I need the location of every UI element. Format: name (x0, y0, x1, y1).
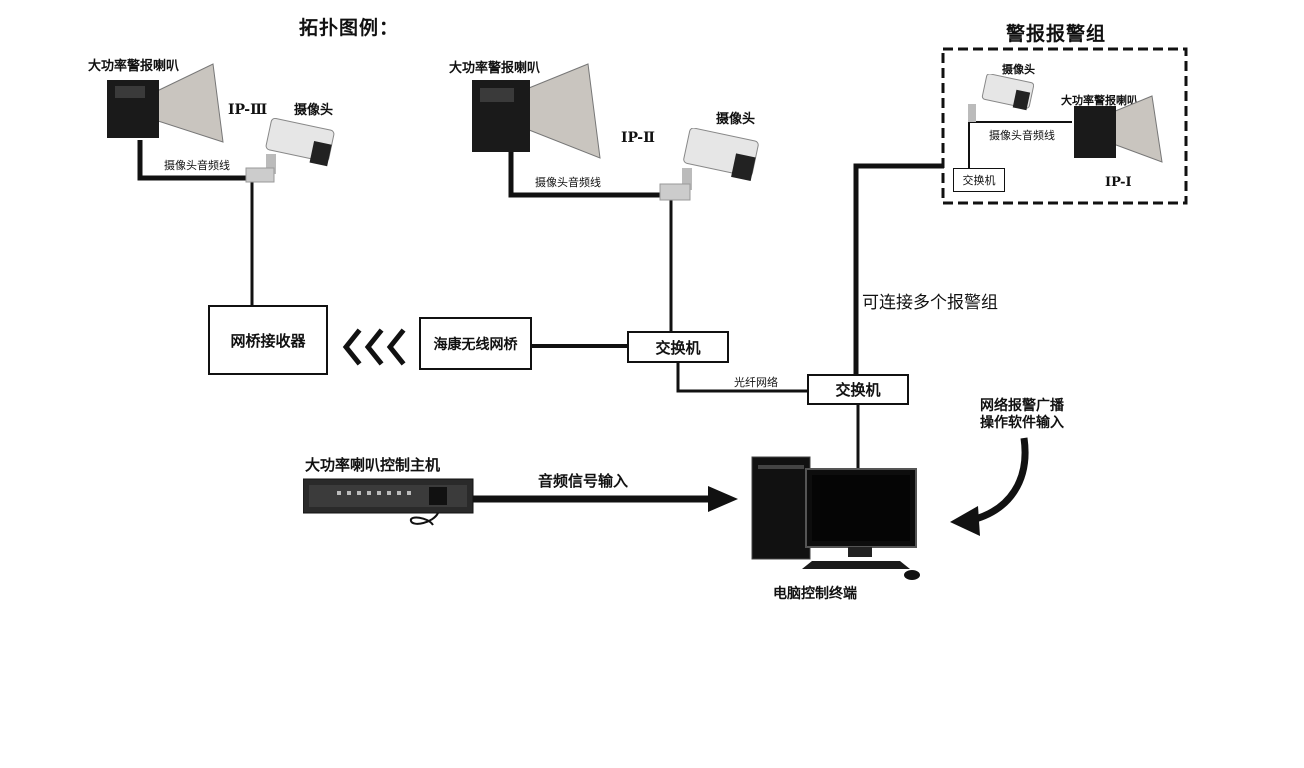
switch-lower-box: 交换机 (807, 374, 909, 405)
computer-icon (750, 455, 930, 589)
group-speaker-label: 大功率警报喇叭 (1061, 94, 1138, 107)
bridge-receiver-box: 网桥接收器 (208, 305, 328, 375)
left-camera-label: 摄像头 (294, 103, 334, 118)
alarm-group-frame (941, 47, 1188, 205)
center-speaker-icon (470, 62, 602, 164)
controller-device-icon (302, 477, 483, 541)
group-camera-label: 摄像头 (1002, 63, 1035, 76)
software-note: 网络报警广播 操作软件输入 (980, 398, 1064, 432)
audio-arrow-head (708, 486, 738, 512)
group-cable-label: 摄像头音频线 (989, 129, 1055, 142)
center-speaker-label: 大功率警报喇叭 (449, 61, 541, 76)
center-cable-label: 摄像头音频线 (535, 176, 601, 189)
center-camera-label: 摄像头 (716, 112, 756, 127)
left-camera-icon (242, 117, 338, 188)
group-switch-box: 交换机 (953, 168, 1005, 192)
software-arrow-head (950, 506, 980, 536)
group-camera-icon (962, 73, 1035, 130)
left-speaker-icon (105, 62, 225, 148)
center-camera-icon (656, 127, 764, 208)
left-audio-cable (137, 140, 252, 181)
fiber-line (676, 362, 808, 393)
software-arrow-curve (971, 437, 1029, 524)
audio-input-label: 音频信号输入 (538, 472, 629, 490)
controller-label: 大功率喇叭控制主机 (305, 456, 441, 474)
pc-label: 电脑控制终端 (773, 586, 857, 602)
wireless-signal-icon (342, 328, 406, 366)
left-speaker-label: 大功率警报喇叭 (88, 59, 180, 74)
switch-upper-box: 交换机 (627, 331, 729, 363)
software-note-line1: 网络报警广播 (980, 398, 1064, 414)
group-speaker-icon (1072, 94, 1164, 168)
alarm-group-title: 警报报警组 (1006, 23, 1107, 45)
center-audio-cable (508, 150, 668, 198)
group-ip-label: IP-Ⅰ (1105, 175, 1132, 190)
wireless-bridge-box: 海康无线网桥 (419, 317, 532, 370)
left-ip-label: IP-Ⅲ (228, 102, 268, 118)
left-cable-label: 摄像头音频线 (164, 159, 230, 172)
fiber-label: 光纤网络 (734, 376, 778, 389)
multi-group-note: 可连接多个报警组 (862, 293, 998, 313)
legend-title: 拓扑图例： (299, 17, 400, 39)
center-ip-label: IP-Ⅱ (621, 130, 655, 146)
alarm-group-line (853, 163, 944, 376)
software-note-line2: 操作软件输入 (980, 415, 1064, 431)
